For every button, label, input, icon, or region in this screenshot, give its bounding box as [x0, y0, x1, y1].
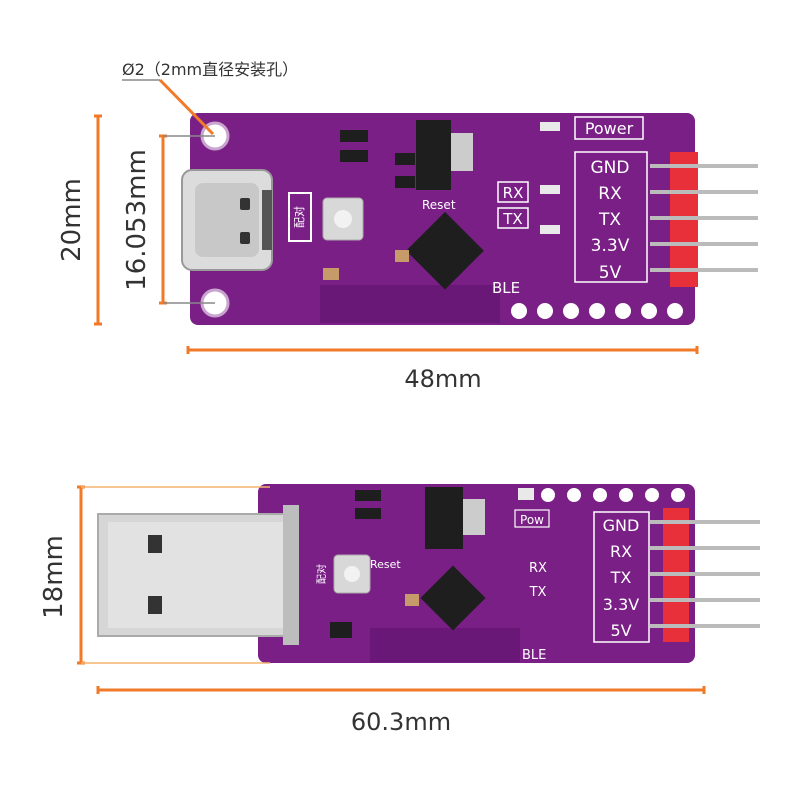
bottom-rx-label: RX — [529, 561, 547, 576]
top-pin-5v: 5V — [599, 263, 622, 283]
bottom-pair-label: 配对 — [315, 564, 328, 584]
bottom-bluetooth-chip — [420, 565, 486, 631]
bottom-top-pads — [541, 488, 685, 502]
top-width-label: 48mm — [404, 365, 481, 393]
top-pin-header — [650, 152, 758, 287]
top-pin-3v3: 3.3V — [591, 236, 630, 256]
bottom-pin-header — [650, 508, 760, 642]
bottom-pin-5v: 5V — [610, 621, 631, 640]
bottom-pcb — [258, 484, 695, 663]
top-antenna-area — [320, 285, 500, 323]
top-rx-label: RX — [503, 184, 524, 202]
bottom-ble-label: BLE — [522, 648, 546, 663]
bottom-antenna-area — [370, 628, 520, 662]
top-pin-gnd: GND — [591, 158, 630, 178]
top-bluetooth-chip — [406, 211, 484, 290]
usb-c-connector — [181, 169, 273, 271]
top-inner-height-label: 16.053mm — [122, 149, 152, 291]
bottom-height-label: 18mm — [39, 535, 69, 619]
bottom-pin-gnd: GND — [603, 516, 640, 535]
top-power-label: Power — [585, 119, 634, 138]
top-dim-outer-height — [94, 114, 102, 326]
top-pair-label: 配对 — [292, 206, 306, 228]
bottom-tx-label: TX — [529, 585, 547, 600]
bottom-pin-labels: GND RX TX 3.3V 5V — [593, 511, 650, 643]
top-ble-label: BLE — [492, 279, 520, 297]
bottom-width-label: 60.3mm — [351, 708, 451, 736]
bottom-pin-3v3: 3.3V — [603, 595, 639, 614]
top-pin-rx: RX — [598, 184, 622, 204]
top-board: 配对 Reset Power RX TX BLE GND RX TX 3.3V — [57, 60, 758, 393]
bottom-dim-height — [77, 485, 270, 665]
hole-callout — [122, 78, 215, 136]
usb-a-connector — [97, 505, 299, 645]
bottom-pow-label: Pow — [520, 513, 544, 527]
bottom-pin-rx: RX — [610, 542, 632, 561]
top-bottom-pads — [511, 303, 683, 319]
bottom-dim-width — [96, 686, 706, 694]
top-pin-tx: TX — [598, 210, 621, 230]
top-reset-label: Reset — [422, 198, 456, 212]
top-voltage-regulator — [416, 120, 451, 190]
bottom-reset-label: Reset — [370, 558, 401, 571]
bottom-pin-tx: TX — [610, 568, 632, 587]
top-dim-inner-height — [159, 134, 215, 305]
top-outer-height-label: 20mm — [57, 178, 87, 262]
hole-note: Ø2（2mm直径安装孔） — [122, 60, 298, 79]
top-dim-width — [186, 346, 699, 354]
top-tx-label: TX — [502, 210, 522, 228]
top-pin-labels: GND RX TX 3.3V 5V — [574, 151, 648, 283]
bottom-voltage-regulator — [425, 487, 463, 549]
bottom-board: 配对 Reset Pow RX TX BLE GND RX TX 3.3V 5V — [39, 484, 760, 736]
